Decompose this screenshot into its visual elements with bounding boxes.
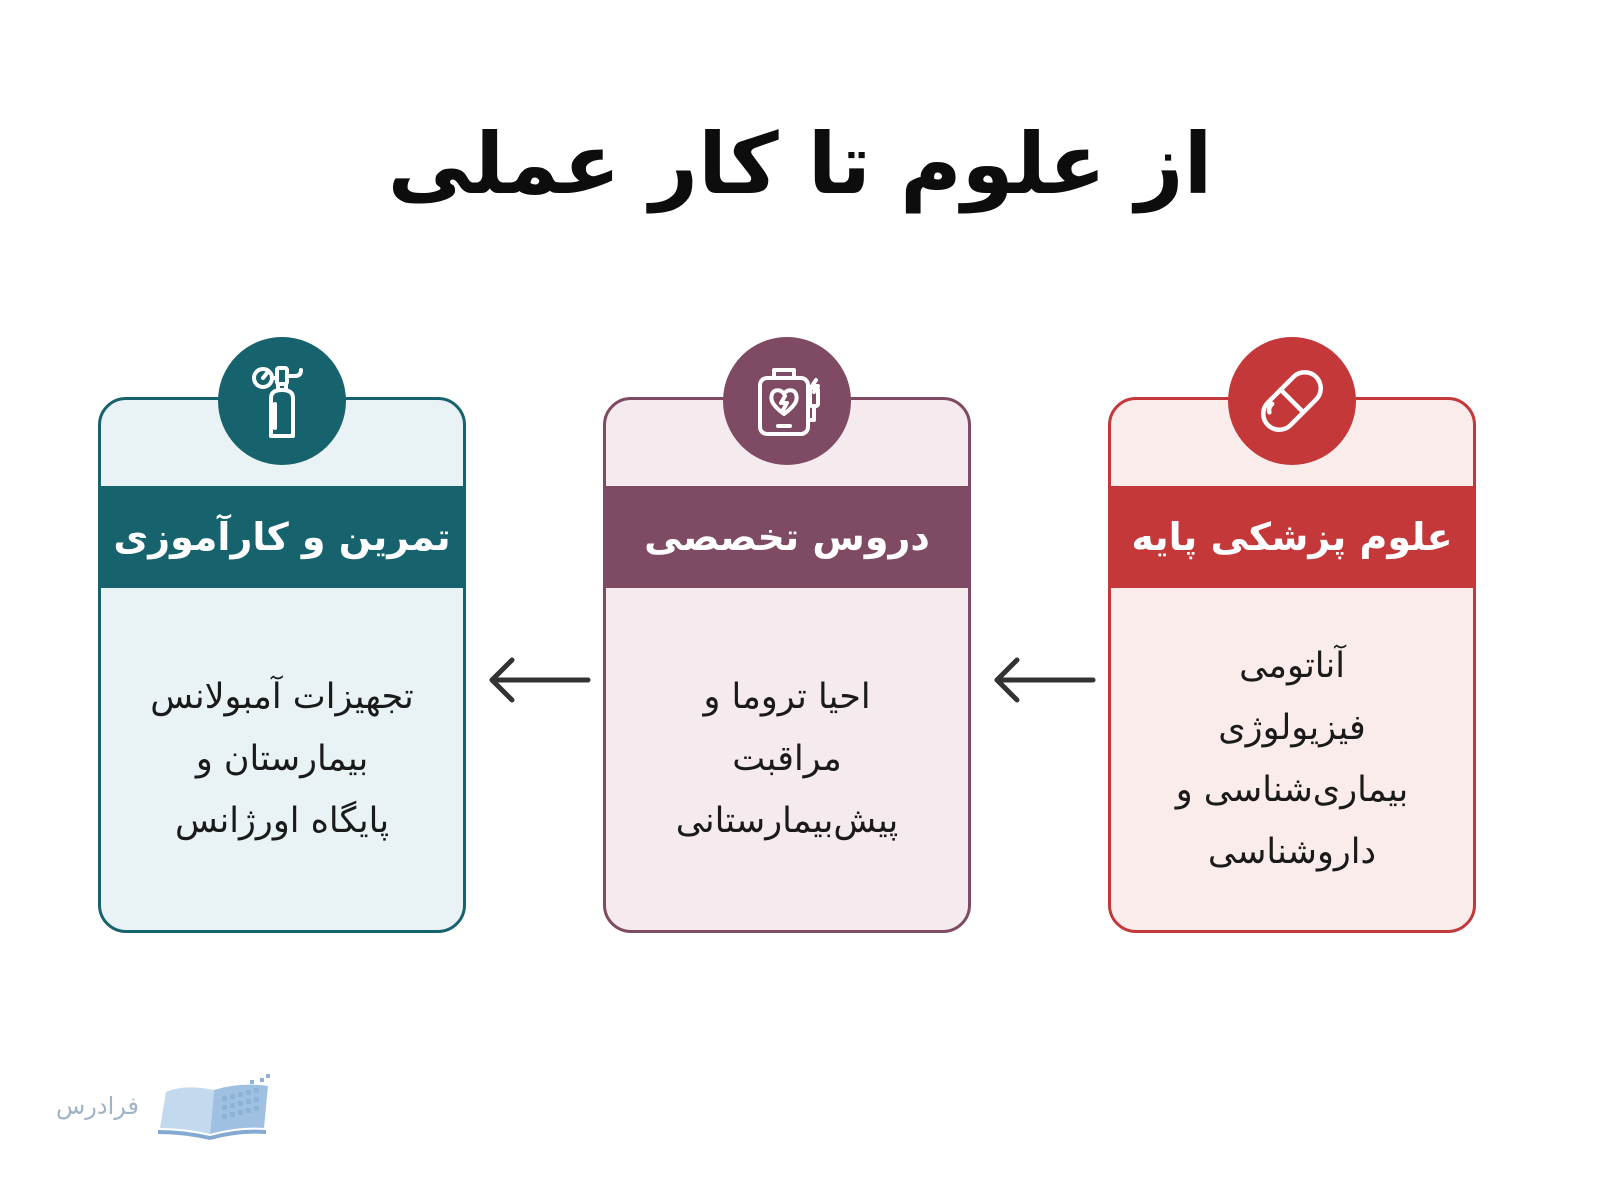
card-line: تجهیزات آمبولانس	[150, 677, 414, 717]
page-title: از علوم تا کار عملی	[387, 115, 1213, 213]
card-practice-internship: تمرین و کارآموزی تجهیزات آمبولانس بیمارس…	[98, 397, 466, 933]
card-line: پیش‌بیمارستانی	[675, 801, 899, 841]
card-body: آناتومی فیزیولوژی بیماری‌شناسی و داروشنا…	[1111, 588, 1473, 930]
card-line: احیا تروما و	[703, 677, 871, 717]
card-line: بیماری‌شناسی و	[1175, 770, 1409, 810]
open-book-logo-icon	[158, 1074, 270, 1140]
card-line: فیزیولوژی	[1218, 708, 1366, 748]
card-specialized-courses: دروس تخصصی احیا تروما و مراقبت پیش‌بیمار…	[603, 397, 971, 933]
arrow-left-icon	[994, 657, 1096, 703]
card-line: داروشناسی	[1207, 832, 1377, 872]
card-basic-sciences: علوم پزشکی پایه آناتومی فیزیولوژی بیماری…	[1108, 397, 1476, 933]
card-line: بیمارستان و	[195, 739, 369, 779]
card-line: آناتومی	[1239, 646, 1345, 686]
pill-capsule-icon	[1228, 337, 1356, 465]
card-heading: علوم پزشکی پایه	[1111, 486, 1473, 588]
card-heading: تمرین و کارآموزی	[101, 486, 463, 588]
defibrillator-icon	[723, 337, 851, 465]
card-body: احیا تروما و مراقبت پیش‌بیمارستانی	[606, 588, 968, 930]
arrow-left-icon	[489, 657, 591, 703]
card-line: مراقبت	[732, 739, 842, 779]
logo-text: فرادرس	[56, 1092, 139, 1120]
card-line: پایگاه اورژانس	[174, 801, 390, 841]
card-heading: دروس تخصصی	[606, 486, 968, 588]
card-body: تجهیزات آمبولانس بیمارستان و پایگاه اورژ…	[101, 588, 463, 930]
oxygen-tank-icon	[218, 337, 346, 465]
